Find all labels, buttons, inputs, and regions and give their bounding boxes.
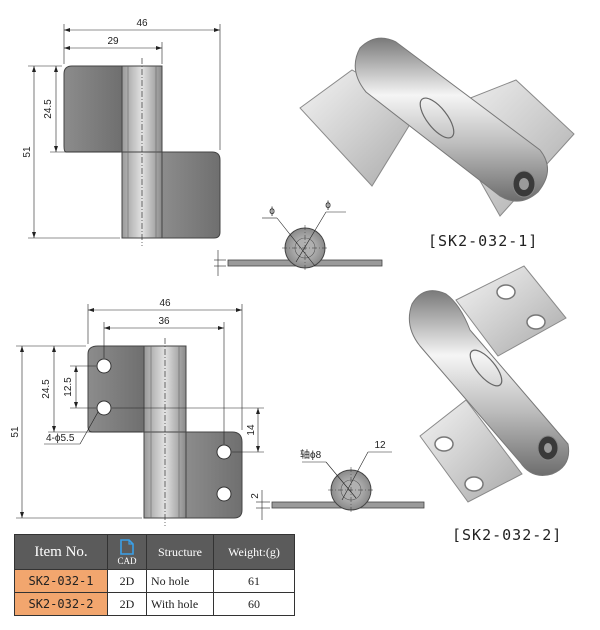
- dim2-height: 51: [10, 426, 21, 438]
- header-cad: CAD: [107, 534, 147, 570]
- dim1-leaf: 29: [107, 36, 119, 47]
- dim2-right: 14: [246, 424, 257, 436]
- cell-cad: 2D: [107, 569, 147, 593]
- cell-structure: No hole: [146, 569, 214, 593]
- cell-weight: 61: [213, 569, 295, 593]
- hinge-2-front-view: [87, 338, 243, 526]
- header-weight: Weight:(g): [213, 534, 295, 570]
- header-structure: Structure: [146, 534, 214, 570]
- hinge-1-dimensions: [28, 24, 221, 239]
- hinge-2-arrows: [20, 308, 260, 518]
- hinge-2-side-view: [256, 451, 425, 520]
- hinge-1-front-view: [63, 58, 221, 246]
- dim2-holes: 4-ϕ5.5: [46, 433, 75, 444]
- dim2-2: 2: [250, 493, 261, 499]
- table-row: SK2-032-1 2D No hole 61: [14, 569, 295, 593]
- hinge-2-photo: [408, 265, 570, 503]
- dim2-total: 46: [159, 298, 171, 309]
- cell-item-no: SK2-032-2: [14, 592, 108, 616]
- hinge-1-photo: [299, 37, 575, 217]
- dim1-total: 46: [136, 18, 148, 29]
- dim2-hole-spacing: 12.5: [63, 377, 74, 397]
- table-row: SK2-032-2 2D With hole 60: [14, 592, 295, 616]
- phi-label-b: ϕ: [325, 200, 331, 211]
- cell-item-no: SK2-032-1: [14, 569, 108, 593]
- phi-label-a: ϕ: [269, 206, 275, 217]
- cell-structure: With hole: [146, 592, 214, 616]
- dim2-inner: 36: [158, 316, 170, 327]
- dim1-half: 24.5: [43, 99, 54, 119]
- hinge-2-dimensions: [16, 304, 264, 519]
- spec-table: Item No. CAD Structure Weight:(g) SK2-03…: [14, 534, 295, 616]
- cell-weight: 60: [213, 592, 295, 616]
- cad-file-icon: [120, 538, 134, 555]
- dim1-height: 51: [22, 146, 33, 158]
- axis-diameter-label: 轴ϕ8: [300, 448, 322, 461]
- header-item-no: Item No.: [14, 534, 108, 570]
- header-cad-label: CAD: [117, 555, 137, 566]
- dim2-half: 24.5: [41, 379, 52, 399]
- hinge-1-side-view: [214, 211, 383, 276]
- table-header-row: Item No. CAD Structure Weight:(g): [14, 534, 295, 570]
- cell-cad: 2D: [107, 592, 147, 616]
- dim2-12: 12: [374, 440, 386, 451]
- model-label-1: [SK2-032-1]: [428, 232, 539, 250]
- model-label-2: [SK2-032-2]: [452, 526, 563, 544]
- hinge-1-arrows: [32, 28, 220, 238]
